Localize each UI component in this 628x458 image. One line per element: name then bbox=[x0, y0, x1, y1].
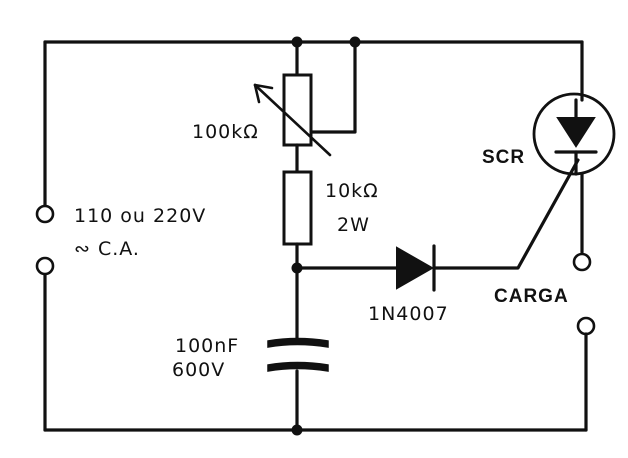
scr-circle bbox=[532, 92, 616, 176]
supply-terminal-top bbox=[35, 204, 55, 224]
resistor-value-label: 10kΩ bbox=[325, 180, 379, 202]
scr-triangle-icon bbox=[556, 117, 596, 148]
supply-voltage-label: 110 ou 220V bbox=[74, 205, 206, 227]
junction-dot-top-wiper bbox=[349, 36, 361, 48]
resistor-power-label: 2W bbox=[337, 214, 370, 236]
pot-label: 100kΩ bbox=[192, 121, 259, 143]
junction-dot-mid-node bbox=[291, 262, 303, 274]
load-label: CARGA bbox=[494, 286, 569, 307]
cap-value-label: 100nF bbox=[175, 335, 239, 357]
capacitor-plate-bottom bbox=[267, 361, 329, 372]
diode-to-gate-wire bbox=[432, 158, 580, 270]
supply-terminal-bottom bbox=[35, 256, 55, 276]
supply-type-label: ∾ C.A. bbox=[74, 238, 140, 260]
junction-dot-bottom bbox=[291, 424, 303, 436]
pot-arrowhead-icon bbox=[253, 83, 274, 104]
diode-label: 1N4007 bbox=[368, 303, 449, 325]
pot-variable-arrow-icon bbox=[253, 83, 332, 157]
load-terminal-top bbox=[572, 252, 592, 272]
wiper-loop-wire bbox=[308, 40, 357, 134]
resistor-10k bbox=[282, 170, 313, 246]
cap-voltage-label: 600V bbox=[172, 359, 225, 381]
scr-label: SCR bbox=[482, 147, 525, 168]
diode-triangle-icon bbox=[396, 246, 435, 290]
load-terminal-bottom bbox=[576, 316, 596, 336]
capacitor-plate-top bbox=[267, 337, 329, 348]
junction-dot-top-pot bbox=[291, 36, 303, 48]
